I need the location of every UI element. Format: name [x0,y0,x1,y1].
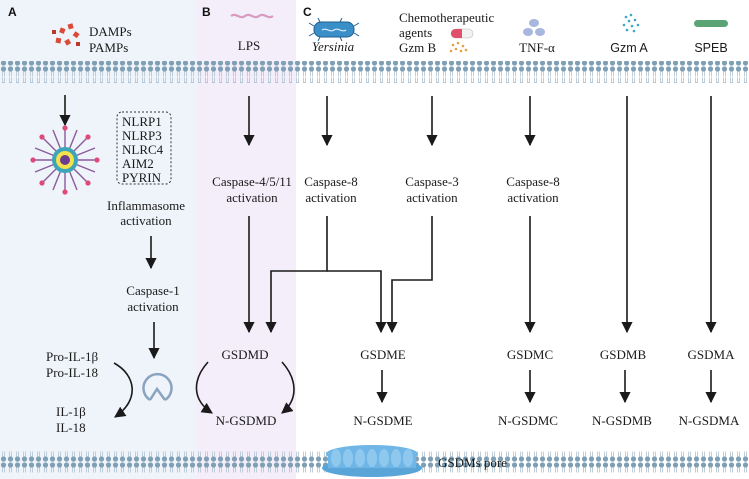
tnf-label: TNF-α [519,40,555,55]
damps-pamps-icon [52,23,80,46]
caspase3-activation-label: activation [406,190,458,205]
chemo-agents-label: agents [399,25,432,40]
arrow-a-cytokine-maturation [113,362,133,418]
inflammasome-activation-label: activation [120,213,172,228]
chemo-label: Chemotherapeutic [399,10,495,25]
arrow-b-gsdmd-cleavage-left [195,361,213,414]
gzma-label: Gzm A [610,41,648,55]
sensor-aim2: AIM2 [122,156,154,171]
granzyme-b-icon [449,41,468,53]
sensor-box [116,111,172,185]
caspase1-activation-label: activation [127,299,179,314]
pore-label: GSDMs pore [438,455,507,470]
arrow-c-caspase8-to-gsdme [327,270,387,334]
caspase8-yersinia-activation-label: activation [305,190,357,205]
yersinia-bacterium-icon [308,17,360,42]
arrow-c-caspase3-to-gsdme [386,216,433,334]
caspase-4-5-11-activation-label: activation [226,190,278,205]
inflammasome-label: Inflammasome [107,198,185,213]
arrow-c-caspase8-to-gsdmd [265,216,328,334]
caspase1-label: Caspase-1 [126,283,179,298]
caspase8-yersinia-label: Caspase-8 [304,174,357,189]
n-gsdme-label: N-GSDME [353,413,412,428]
pro-il1b-label: Pro-IL-1β [46,349,98,364]
yersinia-label: Yersinia [312,39,355,54]
n-gsdmd-label: N-GSDMD [216,413,277,428]
gzmb-label: Gzm B [399,40,437,55]
arrow-b-gsdmd-cleavage-right [281,361,295,414]
caspase-4-5-11-label: Caspase-4/5/11 [212,174,292,189]
il18-label: IL-18 [56,420,86,435]
top-membrane [0,61,749,83]
sensor-pyrin: PYRIN [122,170,162,185]
tnf-alpha-icon [523,19,545,36]
n-gsdma-label: N-GSDMA [679,413,740,428]
gasdermin-pore-icon [322,445,422,477]
gsdmd-label: GSDMD [222,347,269,362]
sensor-nlrc4: NLRC4 [122,142,164,157]
sensor-nlrp3: NLRP3 [122,128,162,143]
panel-a-label: A [8,5,17,19]
sensor-nlrp1: NLRP1 [122,114,162,129]
caspase3-label: Caspase-3 [405,174,458,189]
panel-b-label: B [202,5,211,19]
lps-icon [230,13,274,19]
cell-death-icon [142,372,173,402]
caspase8-tnf-activation-label: activation [507,190,559,205]
pamps-label: PAMPs [89,40,128,55]
panel-c-label: C [303,5,312,19]
gsdma-label: GSDMA [688,347,736,362]
n-gsdmb-label: N-GSDMB [592,413,652,428]
chemotherapy-pill-icon [450,28,474,39]
gsdmb-label: GSDMB [600,347,647,362]
inflammasome-icon [30,125,100,195]
caspase8-tnf-label: Caspase-8 [506,174,559,189]
damps-label: DAMPs [89,24,132,39]
gsdmc-label: GSDMC [507,347,553,362]
speb-label: SPEB [694,41,727,55]
speb-icon [694,20,728,27]
pro-il18-label: Pro-IL-18 [46,365,98,380]
il1b-label: IL-1β [56,404,86,419]
n-gsdmc-label: N-GSDMC [498,413,558,428]
lps-label: LPS [238,38,260,53]
gsdme-label: GSDME [360,347,406,362]
granzyme-a-icon [622,13,640,33]
